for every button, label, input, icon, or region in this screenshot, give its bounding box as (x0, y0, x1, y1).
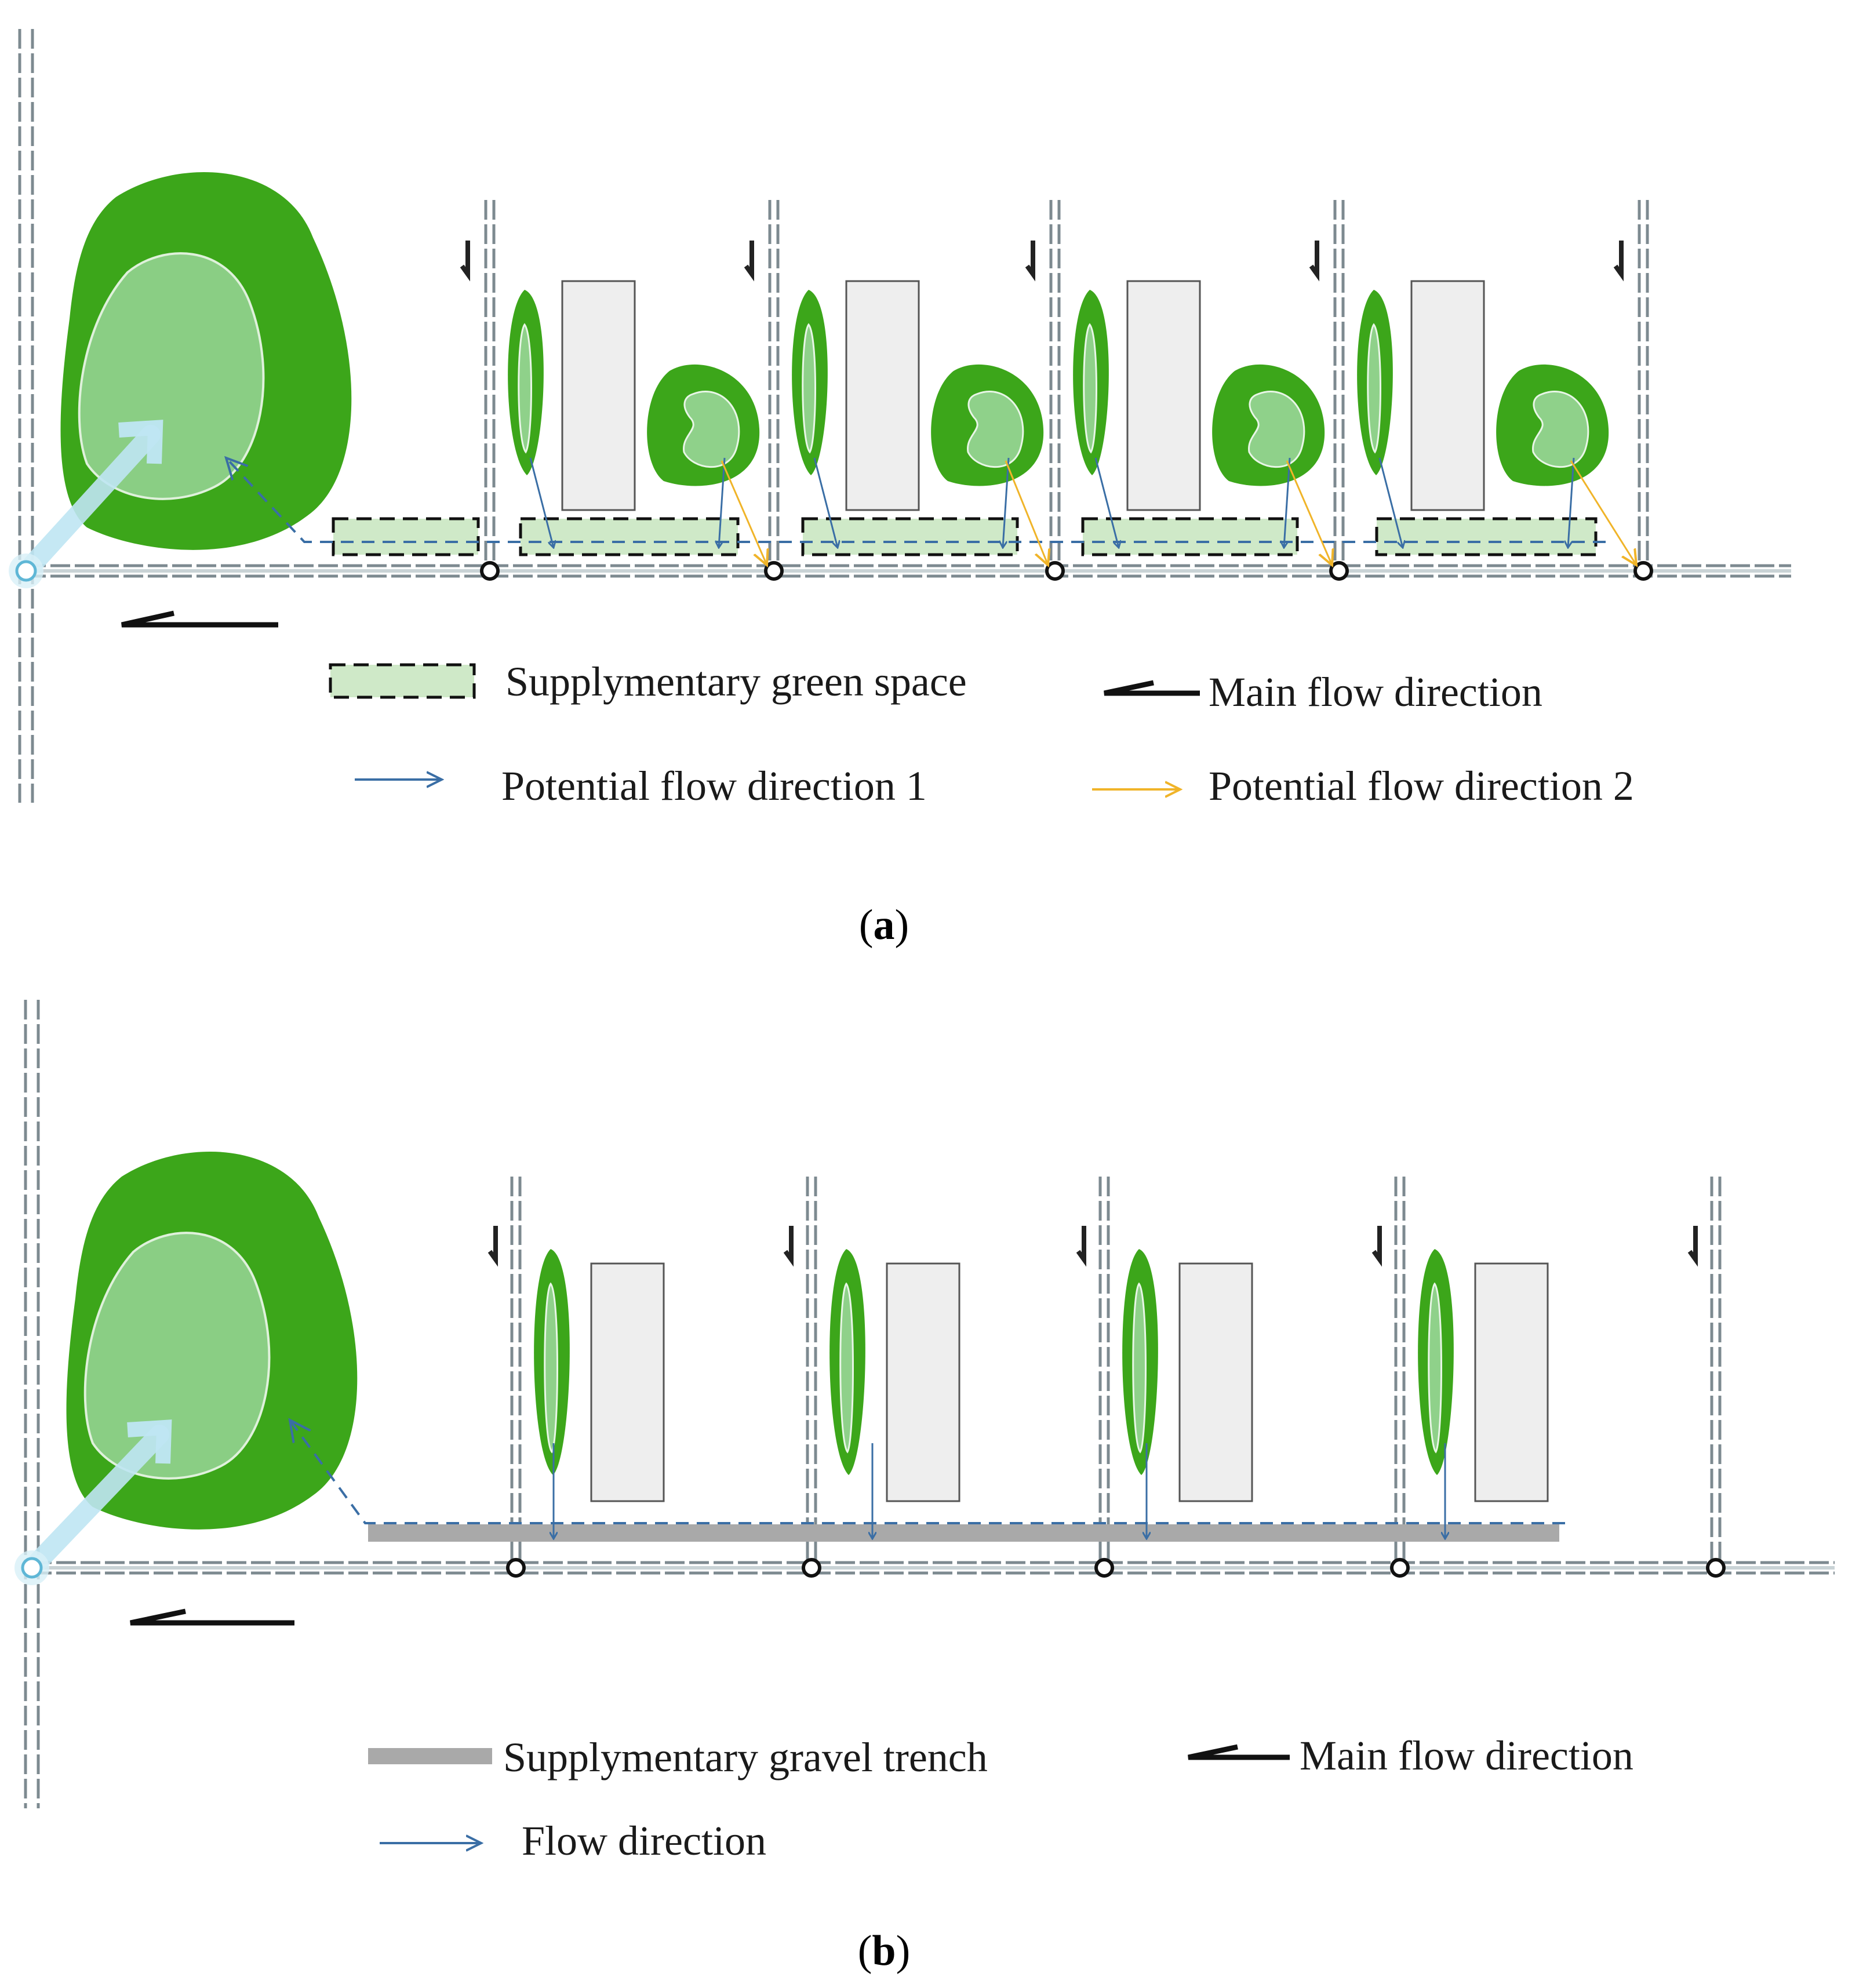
branch-flow-icon (1687, 1226, 1698, 1267)
manhole-node-icon (802, 1558, 821, 1578)
building-block-icon (845, 280, 920, 511)
branch-flow-icon (744, 241, 754, 282)
inflow-arrowhead (118, 420, 163, 464)
manhole-node-icon (1094, 1558, 1114, 1578)
legend-b: Supplymentary gravel trench Main flow di… (368, 1732, 1633, 1864)
rain-garden-core (967, 391, 1024, 468)
building-block-icon (561, 280, 636, 511)
manhole-node-icon (1329, 561, 1349, 581)
legend-gravel-trench-swatch (368, 1748, 492, 1764)
bioswale-core (1367, 323, 1381, 454)
manhole-node-icon (480, 561, 500, 581)
manhole-node-icon (1045, 561, 1065, 581)
branch-flow-icon (1371, 1226, 1382, 1267)
caption-a: (a) (859, 901, 909, 949)
flow-2-arrow (1570, 460, 1636, 565)
legend-flow-2-label: Potential flow direction 2 (1209, 763, 1634, 809)
branch-flow-icon (783, 1226, 794, 1267)
supplementary-green-space (332, 517, 480, 556)
branch-flow-icon (1613, 241, 1624, 282)
rain-garden-core (1532, 391, 1589, 468)
caption-b: (b) (858, 1927, 910, 1975)
legend-main-flow-label: Main flow direction (1209, 669, 1542, 715)
large-pond-core (78, 252, 265, 500)
rain-garden-core (1248, 391, 1305, 468)
bioswale-core (1428, 1282, 1442, 1454)
caption-a-letter: a (874, 901, 895, 949)
manhole-node-icon (1390, 1558, 1410, 1578)
inflow-arrowhead (127, 1419, 172, 1464)
legend-flow-1-label: Potential flow direction 1 (501, 763, 927, 809)
flow-1-arrow (813, 457, 838, 548)
bioswale-core (802, 323, 816, 454)
large-pond-core (83, 1232, 271, 1480)
gravel-trench (368, 1524, 1559, 1542)
main-flow-arrow-icon (121, 610, 278, 628)
legend-flow-label: Flow direction (522, 1818, 766, 1864)
dashed-flow-line (226, 458, 1606, 543)
legend-main-flow-icon (1104, 680, 1200, 696)
main-flow-arrow-icon (130, 1608, 294, 1626)
panel-b (14, 1000, 1835, 1808)
supplementary-green-space (1375, 517, 1598, 556)
flow-1-arrow (1378, 457, 1403, 548)
bioswale-core (1083, 323, 1097, 454)
flow-1-arrow (1568, 457, 1575, 548)
building-block-icon (1474, 1262, 1549, 1502)
building-block-icon (1178, 1262, 1253, 1502)
branch-flow-icon (460, 241, 470, 282)
legend-green-space-swatch (329, 663, 476, 699)
branch-flow-icon (1309, 241, 1319, 282)
branch-flow-icon (1076, 1226, 1086, 1267)
legend-b-main-flow-icon (1188, 1744, 1290, 1760)
inflow-glow-arrow (28, 1425, 169, 1572)
flow-1-arrow (529, 457, 554, 548)
flow-2-arrow (721, 460, 767, 565)
legend-a: Supplymentary green space Main flow dire… (329, 658, 1634, 809)
bioswale-core (518, 323, 532, 454)
outfall-node-icon (21, 1557, 43, 1579)
manhole-node-icon (1633, 561, 1653, 581)
dashed-flow-line (290, 1420, 1565, 1524)
inflow-glow-arrow (22, 425, 161, 575)
building-block-icon (1410, 280, 1485, 511)
branch-flow-icon (487, 1226, 498, 1267)
legend-b-main-flow-label: Main flow direction (1300, 1732, 1633, 1779)
manhole-node-icon (506, 1558, 526, 1578)
bioswale-core (544, 1282, 558, 1454)
building-block-icon (590, 1262, 665, 1502)
supplementary-green-space (519, 517, 740, 556)
building-block-icon (1126, 280, 1201, 511)
flow-2-arrow (1005, 460, 1048, 565)
flow-1-arrow (719, 457, 726, 548)
panel-a (9, 29, 1791, 803)
rain-garden-core (683, 391, 740, 468)
supplementary-green-space (1081, 517, 1299, 556)
caption-b-letter: b (872, 1927, 896, 1975)
legend-gravel-trench-label: Supplymentary gravel trench (503, 1734, 988, 1781)
flow-2-arrow (1286, 460, 1332, 565)
branch-flow-icon (1025, 241, 1035, 282)
building-block-icon (886, 1262, 960, 1502)
manhole-node-icon (764, 561, 784, 581)
bioswale-core (1132, 1282, 1147, 1454)
legend-green-space-label: Supplymentary green space (505, 658, 967, 705)
bioswale-core (839, 1282, 854, 1454)
flow-1-arrow (1003, 457, 1010, 548)
manhole-node-icon (1706, 1558, 1726, 1578)
flow-1-arrow (1094, 457, 1119, 548)
outfall-node-icon (15, 560, 37, 582)
flow-1-arrow (1284, 457, 1291, 548)
